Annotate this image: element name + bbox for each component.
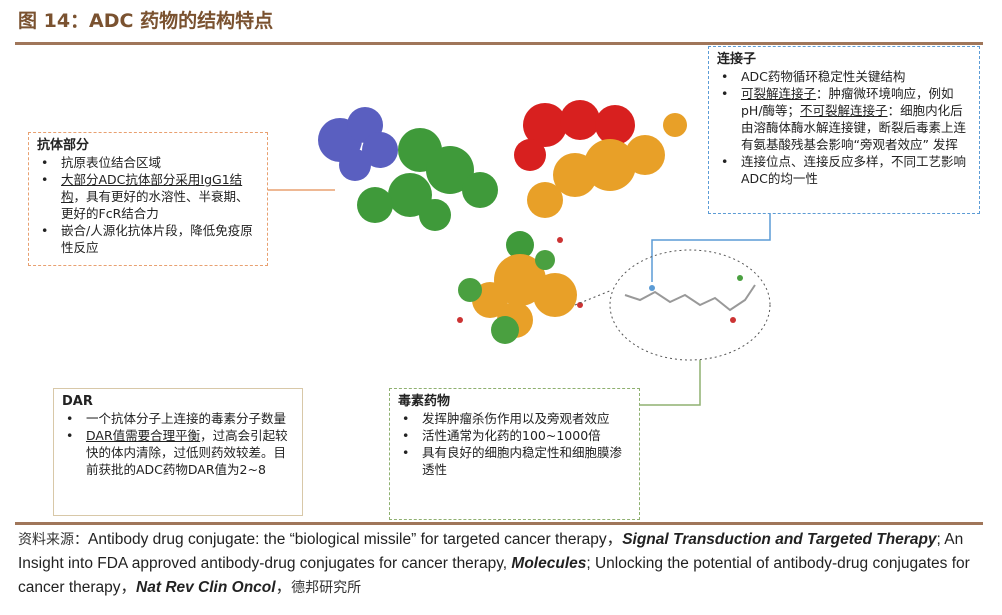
linker-box: 连接子 ADC药物循环稳定性关键结构 可裂解连接子：肿瘤微环境响应，例如pH/酶…: [708, 46, 980, 214]
dar-item: 一个抗体分子上连接的毒素分子数量: [62, 410, 294, 427]
item-text: ：肿瘤微环境响应，例如pH/酶等；: [741, 86, 954, 118]
underlined-text: 不可裂解连接子: [800, 103, 888, 118]
dar-item: DAR值需要合理平衡，过高会引起较快的体内清除，过低则药效较差。目前获批的ADC…: [62, 427, 294, 478]
underlined-text: 大部分ADC抗体部分采用IgG1结构: [61, 172, 243, 204]
toxin-chemical-structure: [624, 284, 756, 312]
source-text: Antibody drug conjugate: the “biological…: [88, 531, 623, 548]
journal-name: Molecules: [511, 555, 587, 572]
toxin-zoom-ellipse: [609, 249, 771, 361]
top-divider: [15, 42, 983, 45]
source-note: 资料来源：Antibody drug conjugate: the “biolo…: [18, 528, 993, 600]
dar-box: DAR 一个抗体分子上连接的毒素分子数量 DAR值需要合理平衡，过高会引起较快的…: [53, 388, 303, 516]
antibody-part-box: 抗体部分 抗原表位结合区域 大部分ADC抗体部分采用IgG1结构，具有更好的水溶…: [28, 132, 268, 266]
toxin-item: 具有良好的细胞内稳定性和细胞膜渗透性: [398, 444, 631, 478]
dar-heading: DAR: [62, 394, 93, 409]
figure-title: 图 14：ADC 药物的结构特点: [18, 10, 274, 32]
source-text: ，: [275, 579, 292, 596]
antibody-molecule: [318, 100, 687, 344]
linker-heading: 连接子: [717, 52, 757, 67]
journal-name: Signal Transduction and Targeted Therapy: [622, 531, 937, 548]
journal-name: Nat Rev Clin Oncol: [136, 579, 276, 596]
connector-lines: [268, 189, 771, 406]
toxin-item: 发挥肿瘤杀伤作用以及旁观者效应: [398, 410, 631, 427]
toxin-item: 活性通常为化药的100~1000倍: [398, 427, 631, 444]
antibody-item: 抗原表位结合区域: [37, 154, 259, 171]
item-text: ，过高会引起较快的体内清除，过低则药效较差。目前获批的ADC药物DAR值为2~8: [86, 428, 288, 477]
underlined-text: 可裂解连接子: [741, 86, 817, 101]
linker-item: 连接位点、连接反应多样，不同工艺影响ADC的均一性: [717, 153, 971, 187]
linker-item: ADC药物循环稳定性关键结构: [717, 68, 971, 85]
item-text: ，具有更好的水溶性、半衰期、更好的FcR结合力: [61, 189, 249, 221]
bottom-divider: [15, 522, 983, 525]
linker-item: 可裂解连接子：肿瘤微环境响应，例如pH/酶等；不可裂解连接子：细胞内化后由溶酶体…: [717, 85, 971, 153]
item-text: ：细胞内化后由溶酶体酶水解连接键，断裂后毒素上连有氨基酸残基会影响“旁观者效应”…: [741, 103, 967, 152]
underlined-text: DAR值需要合理平衡: [86, 428, 201, 443]
toxin-heading: 毒素药物: [398, 394, 451, 409]
source-text: ; An Insight into FDA approved antibody-…: [18, 531, 964, 572]
source-org: 德邦研究所: [291, 580, 362, 596]
toxin-drug-box: 毒素药物 发挥肿瘤杀伤作用以及旁观者效应 活性通常为化药的100~1000倍 具…: [389, 388, 640, 520]
antibody-heading: 抗体部分: [37, 138, 90, 153]
antibody-item: 嵌合/人源化抗体片段，降低免疫原性反应: [37, 222, 259, 256]
source-text: ; Unlocking the potential of antibody-dr…: [18, 555, 970, 596]
source-label: 资料来源：: [18, 532, 88, 548]
antibody-item: 大部分ADC抗体部分采用IgG1结构，具有更好的水溶性、半衰期、更好的FcR结合…: [37, 171, 259, 222]
